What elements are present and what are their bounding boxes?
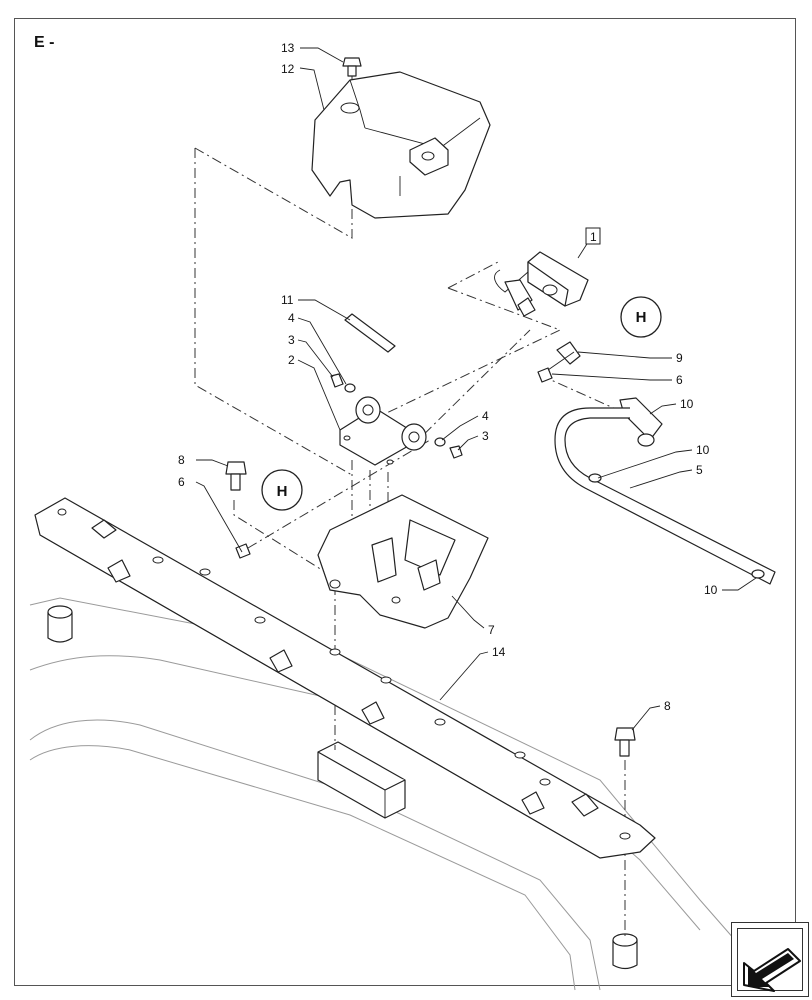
callout-8-left: 8	[178, 453, 185, 467]
part-12-cover	[311, 71, 491, 219]
roof-block-center	[317, 741, 406, 819]
callout-8-right: 8	[664, 699, 671, 713]
callout-1: 1	[590, 230, 597, 244]
roof-boss-left	[47, 605, 73, 643]
part-7-bracket-plate	[317, 494, 489, 629]
part-5-cable	[554, 407, 776, 585]
roof-body-outline	[29, 597, 736, 991]
part-6-screw-right	[537, 367, 553, 383]
callout-leaders	[195, 47, 757, 731]
callout-12: 12	[281, 62, 295, 76]
part-11-clip	[344, 313, 396, 353]
part-8-bolt-right	[614, 727, 636, 757]
callout-2: 2	[288, 353, 295, 367]
callout-5: 5	[696, 463, 703, 477]
detail-marker-h-upper-label: H	[636, 309, 647, 326]
callout-7: 7	[488, 623, 495, 637]
part-1-sensor-unit	[494, 251, 589, 317]
callout-11: 11	[281, 293, 294, 307]
detail-marker-h-upper: H	[620, 296, 662, 338]
part-10-connector	[619, 397, 663, 447]
callout-4-left: 4	[288, 311, 295, 325]
part-2-bracket	[339, 396, 427, 466]
arrow-down-left-icon	[743, 948, 801, 992]
callout-10-cable: 10	[696, 443, 710, 457]
part-9-clamp	[556, 341, 581, 365]
part-14-rail	[34, 497, 656, 859]
detail-marker-h-lower: H	[261, 469, 303, 511]
roof-boss-right	[612, 933, 638, 970]
drawing-frame	[14, 18, 796, 986]
part-13-bolt	[342, 57, 362, 77]
callout-1-box	[585, 227, 601, 245]
section-label: E -	[34, 34, 55, 51]
callout-3-right: 3	[482, 429, 489, 443]
callout-6-left: 6	[178, 475, 185, 489]
callout-10-connector: 10	[680, 397, 694, 411]
part-8-bolt-left	[225, 461, 247, 491]
part-3-nut-left	[330, 373, 344, 388]
callout-9: 9	[676, 351, 683, 365]
callout-4-right: 4	[482, 409, 489, 423]
callout-14: 14	[492, 645, 506, 659]
part-4-washer-left	[344, 383, 356, 393]
page-navigation-button[interactable]	[731, 922, 809, 997]
detail-marker-h-lower-label: H	[277, 483, 288, 500]
callout-13: 13	[281, 41, 295, 55]
callout-3-left: 3	[288, 333, 295, 347]
callout-10-end: 10	[704, 583, 718, 597]
callout-6-right: 6	[676, 373, 683, 387]
